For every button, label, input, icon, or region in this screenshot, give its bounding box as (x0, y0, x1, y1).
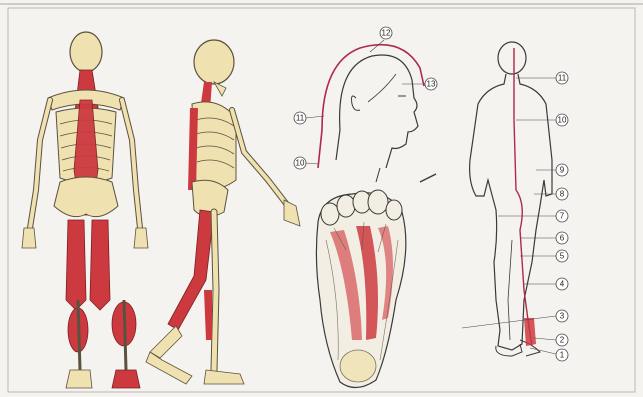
foot-sole-muscles-icon (316, 190, 405, 388)
svg-text:1: 1 (560, 351, 565, 360)
body-label-11: 11 (556, 72, 568, 84)
svg-text:11: 11 (296, 114, 305, 123)
svg-text:11: 11 (558, 74, 567, 83)
body-back-meridian-icon (470, 42, 552, 356)
svg-text:8: 8 (560, 190, 565, 199)
head-label-10: 10 (294, 157, 306, 169)
svg-text:10: 10 (558, 116, 567, 125)
head-label-13: 13 (425, 78, 437, 90)
body-label-4: 4 (556, 278, 568, 290)
skeleton-back-muscles-icon (22, 32, 148, 388)
svg-text:10: 10 (296, 159, 305, 168)
body-label-8: 8 (556, 188, 568, 200)
svg-text:2: 2 (560, 336, 565, 345)
svg-text:7: 7 (560, 212, 565, 221)
body-label-3: 3 (556, 310, 568, 322)
head-labels: 12 13 11 10 (294, 27, 437, 169)
head-label-11: 11 (294, 112, 306, 124)
svg-text:4: 4 (560, 280, 565, 289)
body-label-2: 2 (556, 334, 568, 346)
svg-text:6: 6 (560, 234, 565, 243)
skeleton-side-walking-icon (146, 40, 300, 384)
body-label-6: 6 (556, 232, 568, 244)
body-label-1: 1 (556, 349, 568, 361)
body-label-7: 7 (556, 210, 568, 222)
body-label-9: 9 (556, 164, 568, 176)
head-profile-icon (318, 45, 436, 182)
svg-text:5: 5 (560, 252, 565, 261)
body-label-5: 5 (556, 250, 568, 262)
svg-text:3: 3 (560, 312, 565, 321)
body-label-10: 10 (556, 114, 568, 126)
svg-text:13: 13 (427, 80, 436, 89)
svg-text:9: 9 (560, 166, 565, 175)
head-label-12: 12 (380, 27, 392, 39)
svg-text:12: 12 (382, 29, 391, 38)
body-labels: 11 10 9 8 7 6 5 4 3 2 1 (462, 72, 568, 361)
